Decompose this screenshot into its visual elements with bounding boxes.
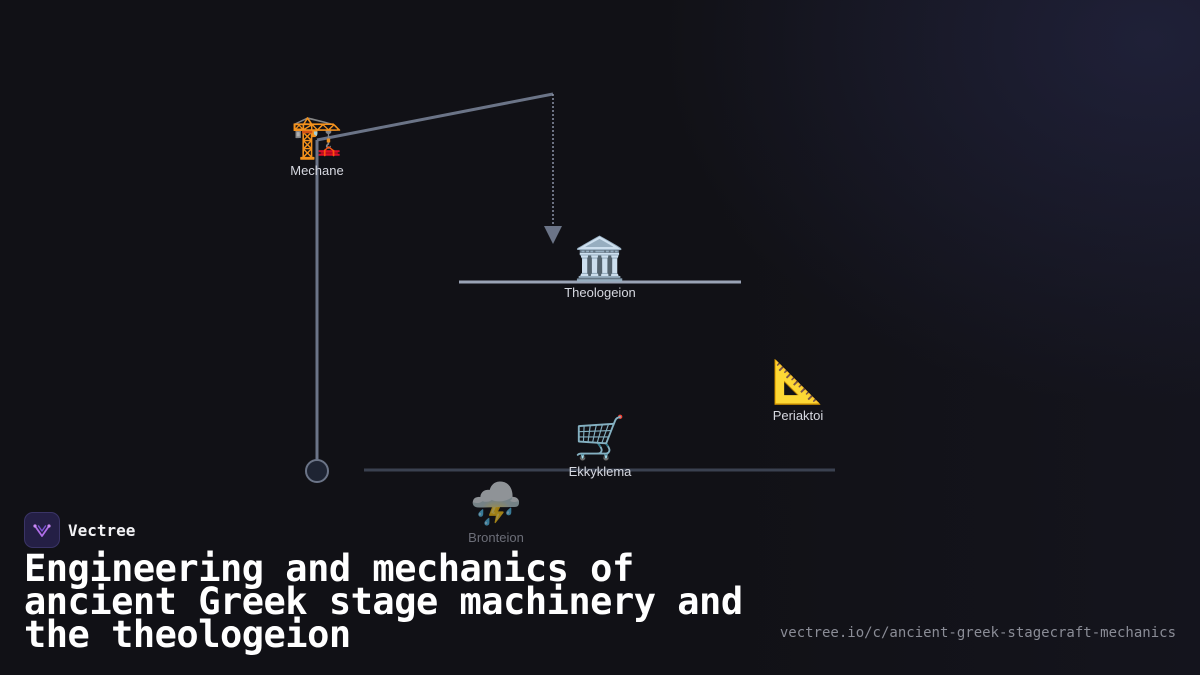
rope-arrowhead	[544, 226, 562, 244]
classical-building-icon: 🏛️	[573, 235, 627, 282]
page-title: Engineering and mechanics of ancient Gre…	[24, 547, 743, 656]
thunder-cloud-icon: ⛈️	[469, 480, 523, 527]
node-periaktoi: 📐 Periaktoi	[738, 358, 858, 424]
crane-pivot	[305, 459, 329, 483]
vectree-logo-icon	[24, 512, 60, 548]
brand-name: Vectree	[68, 520, 136, 540]
brand: Vectree	[24, 512, 135, 548]
shopping-cart-icon: 🛒	[573, 414, 627, 461]
triangular-ruler-icon: 📐	[771, 358, 825, 405]
node-mechane: 🏗️ Mechane	[257, 113, 377, 179]
node-label: Periaktoi	[772, 408, 824, 423]
node-label: Theologeion	[564, 285, 636, 300]
crane-icon: 🏗️	[290, 113, 344, 160]
node-ekkyklema: 🛒 Ekkyklema	[540, 414, 660, 480]
node-bronteion: ⛈️ Bronteion	[436, 480, 556, 546]
crane-arm	[316, 92, 554, 142]
node-label: Bronteion	[468, 530, 524, 545]
page-url[interactable]: vectree.io/c/ancient-greek-stagecraft-me…	[779, 625, 1176, 641]
node-theologeion: 🏛️ Theologeion	[540, 235, 660, 301]
node-label: Mechane	[290, 163, 344, 178]
node-label: Ekkyklema	[568, 464, 632, 479]
